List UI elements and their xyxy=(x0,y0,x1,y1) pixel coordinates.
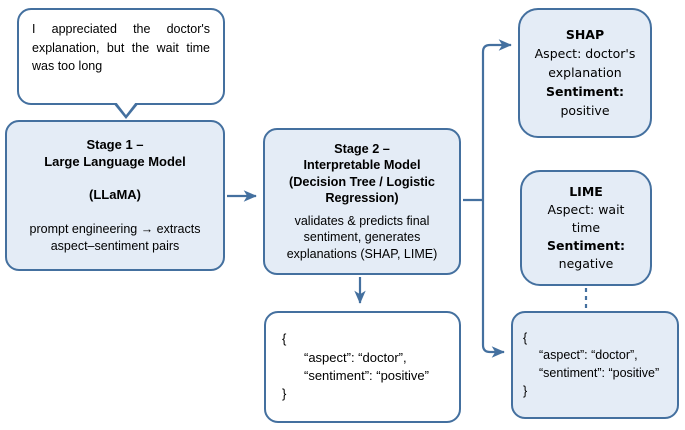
json-right-line2: “aspect”: “doctor”, xyxy=(539,348,638,363)
stage2-title-line2: Interpretable Model xyxy=(303,158,421,173)
stage1-desc-line2: aspect–sentiment pairs xyxy=(50,238,180,253)
json-middle-line2: “aspect”: “doctor”, xyxy=(304,349,407,365)
patient-review-speech-bubble: I appreciated the doctor's explanation, … xyxy=(17,8,225,105)
speech-bubble-text: I appreciated the doctor's explanation, … xyxy=(32,22,210,73)
stage1-title-line2: Large Language Model xyxy=(44,154,186,170)
shap-sentiment-label: Sentiment: xyxy=(545,84,624,99)
connector-trunk-to-json-right xyxy=(481,200,505,358)
stage1-desc-line1: prompt engineering → extracts xyxy=(29,222,201,237)
lime-heading: LIME xyxy=(569,184,603,199)
shap-explanation-node: SHAP Aspect: doctor's explanation Sentim… xyxy=(518,8,652,138)
stage2-node: Stage 2 – Interpretable Model (Decision … xyxy=(263,128,461,275)
stage2-desc-line1: validates & predicts final xyxy=(294,213,430,228)
json-middle-line3: “sentiment”: “positive” xyxy=(304,368,429,383)
lime-aspect-line2: time xyxy=(571,220,601,235)
shap-sentiment-value: positive xyxy=(560,103,610,118)
stage2-title-line3: (Decision Tree / Logistic xyxy=(289,174,435,189)
json-output-right-node: { “aspect”: “doctor”, “sentiment”: “posi… xyxy=(511,311,679,419)
shap-aspect-line2: explanation xyxy=(548,65,622,80)
shap-aspect-line1: Aspect: doctor's xyxy=(534,46,636,61)
json-right-line1: { xyxy=(523,330,528,345)
stage1-node: Stage 1 – Large Language Model (LLaMA) p… xyxy=(5,120,225,271)
lime-explanation-node: LIME Aspect: wait time Sentiment: negati… xyxy=(520,170,652,286)
connector-trunk-to-shap xyxy=(481,39,512,200)
stage1-model-name: (LLaMA) xyxy=(89,187,141,203)
stage2-title-line4: Regression) xyxy=(325,191,399,206)
stage2-title-line1: Stage 2 – xyxy=(334,141,390,156)
stage1-title-line1: Stage 1 – xyxy=(86,137,144,153)
stage2-desc-line2: sentiment, generates xyxy=(303,230,421,245)
json-output-middle-node: { “aspect”: “doctor”, “sentiment”: “posi… xyxy=(264,311,461,423)
speech-bubble-tail-fill xyxy=(116,102,136,115)
stage2-desc-line3: explanations (SHAP, LIME) xyxy=(286,246,438,261)
json-right-line4: } xyxy=(523,383,528,398)
lime-aspect-line1: Aspect: wait xyxy=(547,202,625,217)
lime-sentiment-label: Sentiment: xyxy=(546,238,625,253)
json-middle-line4: } xyxy=(282,386,287,402)
json-right-line3: “sentiment”: “positive” xyxy=(539,366,660,380)
shap-heading: SHAP xyxy=(565,27,605,42)
json-middle-line1: { xyxy=(282,331,287,347)
lime-sentiment-value: negative xyxy=(558,256,614,271)
